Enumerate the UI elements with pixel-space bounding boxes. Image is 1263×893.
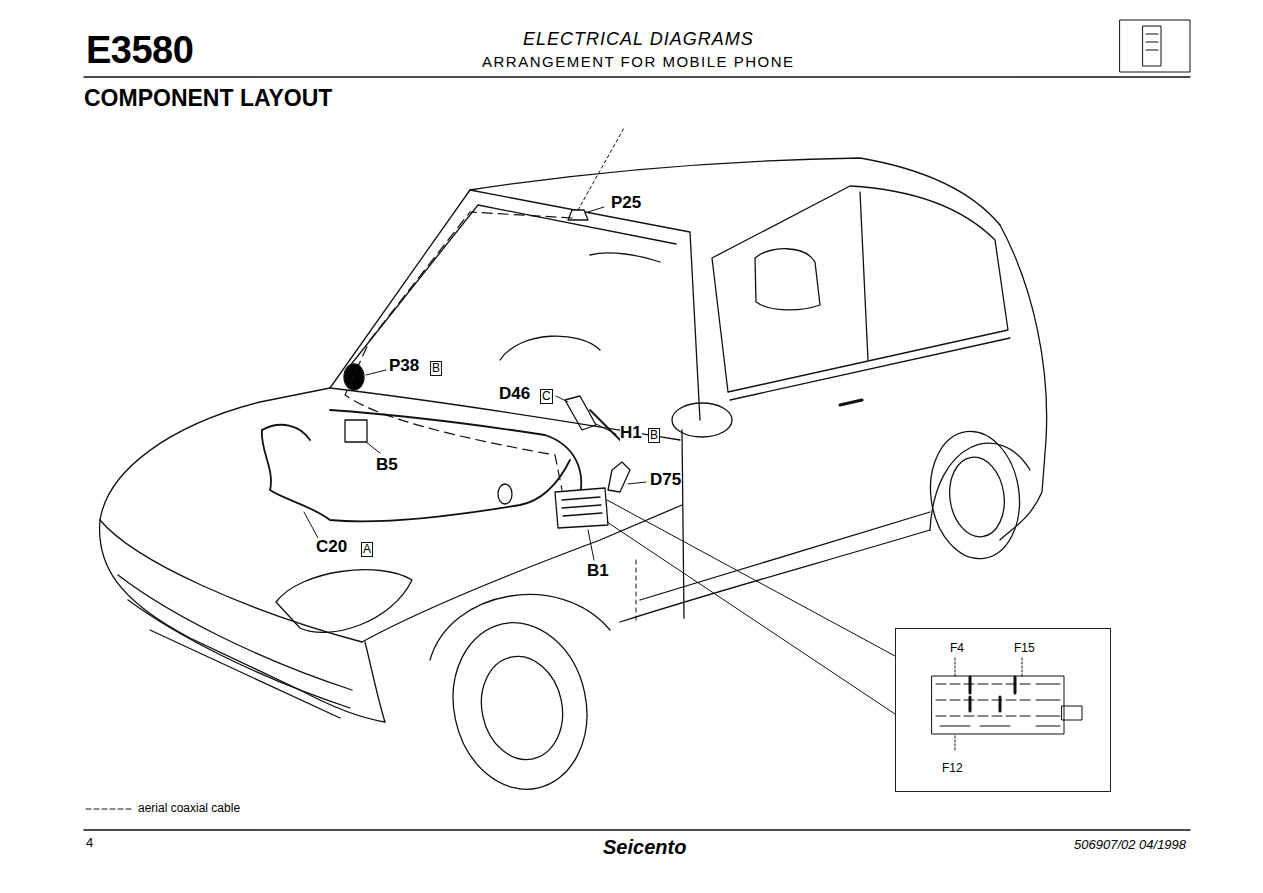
callout-number: P25: [611, 194, 641, 213]
hidden-line: [636, 560, 637, 620]
front-wheel: [472, 649, 572, 767]
leader-line: [556, 396, 568, 402]
inset-leader: [607, 522, 895, 714]
phone-icon: [1146, 34, 1158, 35]
car-body: [128, 600, 350, 708]
section-heading: COMPONENT LAYOUT: [84, 86, 332, 111]
b1-fuse-box: [562, 497, 602, 516]
rear-wheel: [923, 425, 1028, 564]
wiring-harness: [262, 425, 310, 440]
leader-line: [304, 512, 318, 538]
page-code: E3580: [86, 30, 193, 72]
model-name: Seicento: [603, 836, 686, 858]
callout-number: H1: [620, 424, 642, 443]
header-title: ELECTRICAL DIAGRAMS: [523, 30, 754, 50]
callout-number: B1: [587, 562, 609, 581]
sill: [640, 512, 930, 600]
rear-wheel: [945, 454, 1010, 541]
car-body: [100, 520, 385, 722]
side-window: [860, 192, 868, 360]
speaker: [344, 364, 364, 390]
connector-letter: A: [361, 542, 373, 557]
b1-fuse-box: [555, 488, 608, 528]
legend-text: aerial coaxial cable: [138, 802, 240, 815]
seat: [755, 249, 820, 310]
mirror: [672, 403, 732, 437]
car-body: [1000, 225, 1047, 540]
leader-line: [366, 442, 380, 453]
car-body: [100, 520, 362, 642]
phone-icon: [1146, 42, 1158, 43]
roof: [470, 158, 1000, 225]
page-number: 4: [86, 836, 93, 850]
fuse-label: F4: [950, 642, 964, 655]
inset-leader: [607, 500, 895, 656]
car-body: [100, 388, 330, 520]
fuse-box-inset: F4 F15F12: [895, 628, 1111, 792]
windshield: [330, 190, 700, 420]
leader-line: [596, 424, 616, 434]
wheel-arch: [430, 594, 610, 660]
wiring-harness: [262, 430, 570, 521]
leader-line: [588, 207, 604, 212]
connector-letter: C: [540, 389, 553, 404]
headlight: [276, 570, 412, 633]
sill: [620, 530, 930, 622]
leader-line: [366, 370, 386, 375]
mirror-interior: [590, 253, 660, 262]
connector-letter: B: [648, 428, 660, 443]
b5-unit: [345, 420, 367, 442]
legend-line-sample: [86, 809, 132, 810]
wheel-arch: [930, 443, 1030, 530]
fuse-label: F15: [1014, 642, 1035, 655]
document-number: 506907/02 04/1998: [1074, 838, 1186, 852]
car-body: [362, 505, 682, 642]
aerial-cable: [345, 212, 572, 490]
front-wheel: [438, 610, 602, 802]
connector-letter: B: [430, 361, 442, 376]
door-line: [730, 338, 1010, 400]
d46-connector: [565, 396, 596, 430]
callout-number: C20: [316, 538, 347, 557]
leader-line: [628, 482, 646, 484]
fuse-block: [932, 658, 1082, 752]
callout-number: D46: [499, 385, 530, 404]
door-handle: [840, 400, 862, 405]
car-body: [150, 630, 340, 718]
footer-rule: [84, 829, 1190, 831]
dashboard: [500, 336, 600, 360]
header-subtitle: ARRANGEMENT FOR MOBILE PHONE: [482, 54, 795, 71]
fuse-label: F12: [942, 762, 963, 775]
callout-number: D75: [650, 471, 681, 490]
side-indicator: [498, 484, 512, 504]
header-rule: [84, 76, 1190, 78]
leader-line: [588, 530, 594, 560]
door-line: [682, 430, 684, 618]
phone-icon: [1146, 50, 1158, 51]
side-window: [712, 186, 1008, 392]
phone-icon: [1143, 26, 1161, 66]
d75-connector: [608, 462, 630, 492]
callout-number: P38: [389, 357, 419, 376]
car-body: [365, 642, 385, 722]
header-icon-frame: [1120, 20, 1190, 72]
callout-number: B5: [376, 456, 398, 475]
windshield: [345, 205, 676, 372]
